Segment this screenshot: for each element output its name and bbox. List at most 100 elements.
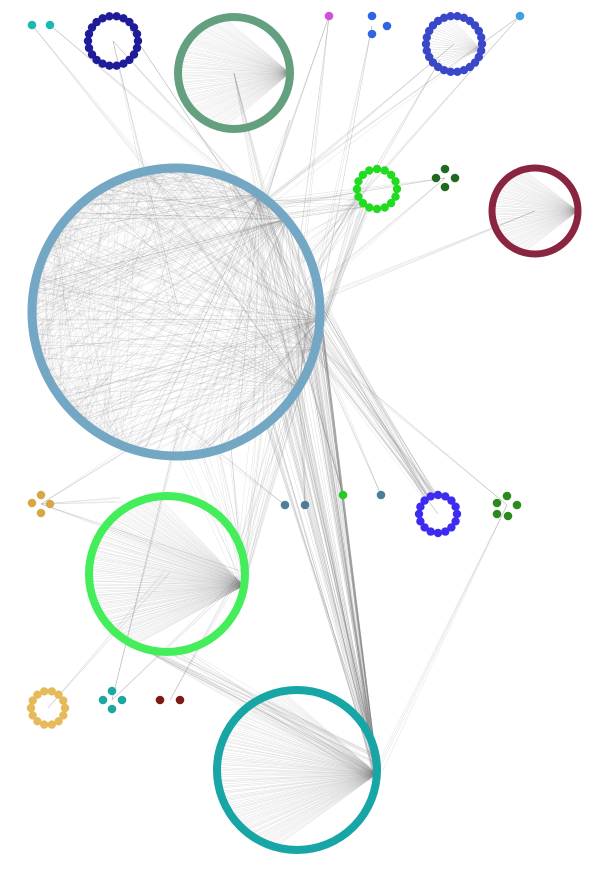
bridge-edge — [318, 332, 377, 782]
internal-edge — [181, 54, 291, 74]
internal-edge — [35, 172, 214, 281]
node — [386, 198, 396, 208]
bridge-edge — [319, 313, 377, 776]
internal-edge — [218, 753, 377, 775]
internal-edge — [34, 168, 164, 341]
internal-edge — [264, 773, 378, 844]
internal-edge — [36, 277, 316, 348]
internal-edge — [77, 179, 234, 208]
internal-edge — [195, 31, 291, 74]
internal-edge — [104, 585, 245, 621]
bridge-edge — [300, 384, 376, 785]
internal-edge — [32, 322, 110, 440]
internal-edge — [115, 180, 320, 320]
internal-edge — [202, 26, 291, 74]
internal-edge — [34, 175, 222, 338]
internal-edge — [56, 347, 316, 392]
internal-edge — [253, 773, 377, 838]
internal-edge — [283, 216, 316, 348]
bridge-edge — [295, 326, 344, 496]
internal-edge — [50, 194, 260, 384]
bridge-edge — [280, 206, 368, 214]
bridge-edge — [309, 202, 363, 259]
internal-edge — [225, 733, 377, 775]
bridge-edge — [322, 210, 536, 299]
internal-edge — [54, 194, 260, 390]
node — [416, 502, 425, 511]
bridge-edge — [319, 309, 377, 764]
internal-edge — [517, 171, 579, 212]
internal-edge — [298, 268, 314, 388]
internal-edge — [115, 176, 225, 443]
internal-edge — [76, 207, 120, 445]
internal-edge — [32, 183, 241, 296]
bridge-edge — [319, 310, 378, 771]
internal-edge — [492, 210, 579, 218]
internal-edge — [279, 691, 378, 775]
bridge-edge — [309, 366, 377, 759]
community-bright-green-large — [85, 492, 249, 656]
bridge-edge — [257, 208, 344, 496]
internal-edge — [93, 193, 299, 388]
internal-edge — [219, 773, 377, 792]
internal-edge — [131, 174, 134, 449]
internal-edge — [247, 707, 377, 775]
community-lime — [352, 164, 402, 214]
internal-edge — [178, 72, 291, 78]
internal-edge — [134, 502, 245, 586]
node — [420, 523, 429, 532]
internal-edge — [85, 187, 104, 425]
bridge-edge — [111, 576, 240, 701]
internal-edge — [94, 585, 245, 604]
internal-edge — [239, 773, 377, 827]
node — [40, 720, 49, 729]
internal-edge — [106, 524, 245, 586]
internal-edge — [179, 60, 291, 74]
internal-edge — [233, 773, 377, 819]
internal-edge — [32, 319, 320, 325]
bridge-edge — [319, 323, 430, 498]
internal-edge — [426, 36, 482, 50]
internal-edge — [56, 232, 130, 449]
internal-edge — [60, 168, 189, 398]
internal-edge — [138, 501, 245, 586]
internal-edge — [182, 387, 299, 457]
internal-edge — [125, 585, 245, 641]
internal-edge — [106, 178, 122, 439]
internal-edge — [105, 175, 131, 438]
internal-edge — [191, 168, 287, 220]
internal-edge — [198, 194, 260, 455]
bridge-edge — [319, 299, 436, 496]
bridge-edge — [40, 503, 245, 573]
internal-edge — [259, 194, 318, 287]
internal-edge — [224, 17, 291, 74]
internal-edge — [492, 210, 579, 221]
internal-edge — [168, 168, 316, 348]
internal-edge — [188, 40, 291, 74]
bridge-edge — [261, 43, 455, 208]
internal-edge — [67, 168, 162, 218]
bridge-edge — [319, 305, 376, 785]
internal-edge — [211, 21, 291, 74]
internal-edge — [259, 194, 294, 396]
bridge-edge — [242, 407, 284, 595]
internal-edge — [208, 171, 316, 348]
bridge-edge — [318, 295, 435, 496]
node — [414, 509, 424, 519]
internal-edge — [69, 167, 174, 410]
bridge-edge — [258, 43, 455, 208]
node — [354, 192, 363, 201]
internal-edge — [107, 387, 299, 439]
bridge-edge — [238, 435, 250, 544]
bridge-edge — [40, 418, 177, 505]
bridge-edge — [186, 649, 377, 765]
internal-edge — [220, 18, 291, 74]
internal-edge — [50, 219, 287, 384]
internal-edge — [67, 194, 260, 218]
internal-edge — [127, 176, 316, 348]
internal-edge — [250, 704, 377, 775]
internal-edge — [495, 210, 579, 229]
internal-edge — [255, 192, 316, 348]
internal-edge — [49, 169, 198, 382]
internal-edge — [184, 47, 291, 74]
